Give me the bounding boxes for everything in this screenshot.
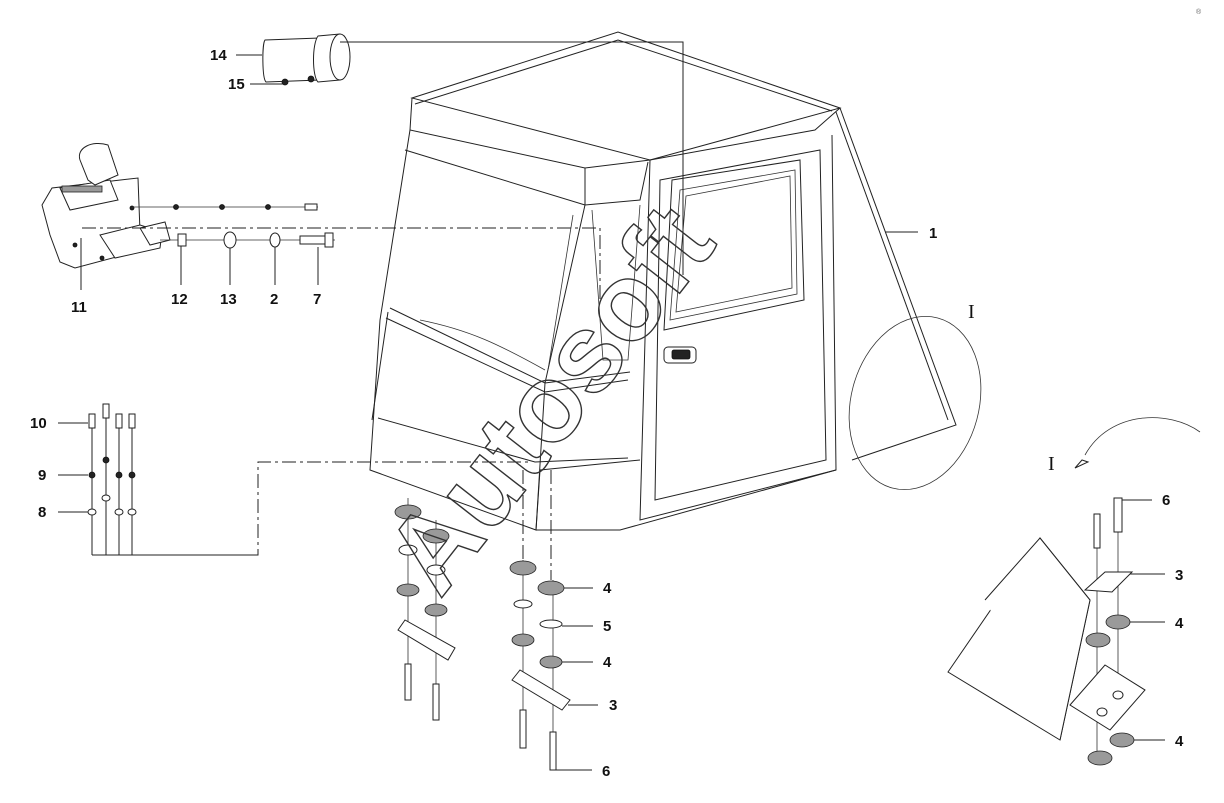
callout-3-b: 3 <box>1175 567 1183 584</box>
callout-8: 8 <box>38 504 46 521</box>
detail-label-top: I <box>968 301 975 323</box>
callout-6-a: 6 <box>602 763 610 780</box>
callout-6-b: 6 <box>1162 492 1170 509</box>
callout-13: 13 <box>220 291 237 308</box>
callout-labels: 14 15 1 11 12 13 2 7 10 9 8 4 5 4 3 6 6 … <box>30 47 1184 780</box>
callout-2: 2 <box>270 291 278 308</box>
callout-4-c: 4 <box>1175 615 1184 632</box>
detail-view <box>947 417 1201 766</box>
mount-right <box>509 470 571 771</box>
callout-4-a: 4 <box>603 580 612 597</box>
corner-mark: ® <box>1196 8 1202 16</box>
callout-9: 9 <box>38 467 46 484</box>
callout-7: 7 <box>313 291 321 308</box>
watermark-text: Autosoft <box>362 183 737 615</box>
callout-11: 11 <box>71 299 87 316</box>
callout-15: 15 <box>228 76 245 93</box>
callout-4-b: 4 <box>603 654 612 671</box>
beacon-light <box>262 33 351 86</box>
bolt-group <box>87 403 137 555</box>
callout-12: 12 <box>171 291 188 308</box>
callout-14: 14 <box>210 47 227 64</box>
callout-10: 10 <box>30 415 47 432</box>
callout-5: 5 <box>603 618 611 635</box>
mount-left <box>394 498 456 721</box>
control-lever <box>41 143 171 269</box>
detail-circle <box>848 315 982 491</box>
callout-4-d: 4 <box>1175 733 1184 750</box>
callout-3-a: 3 <box>609 697 617 714</box>
cab-body <box>369 31 957 531</box>
detail-label-arrow: I <box>1048 453 1055 475</box>
callout-1: 1 <box>929 225 937 242</box>
